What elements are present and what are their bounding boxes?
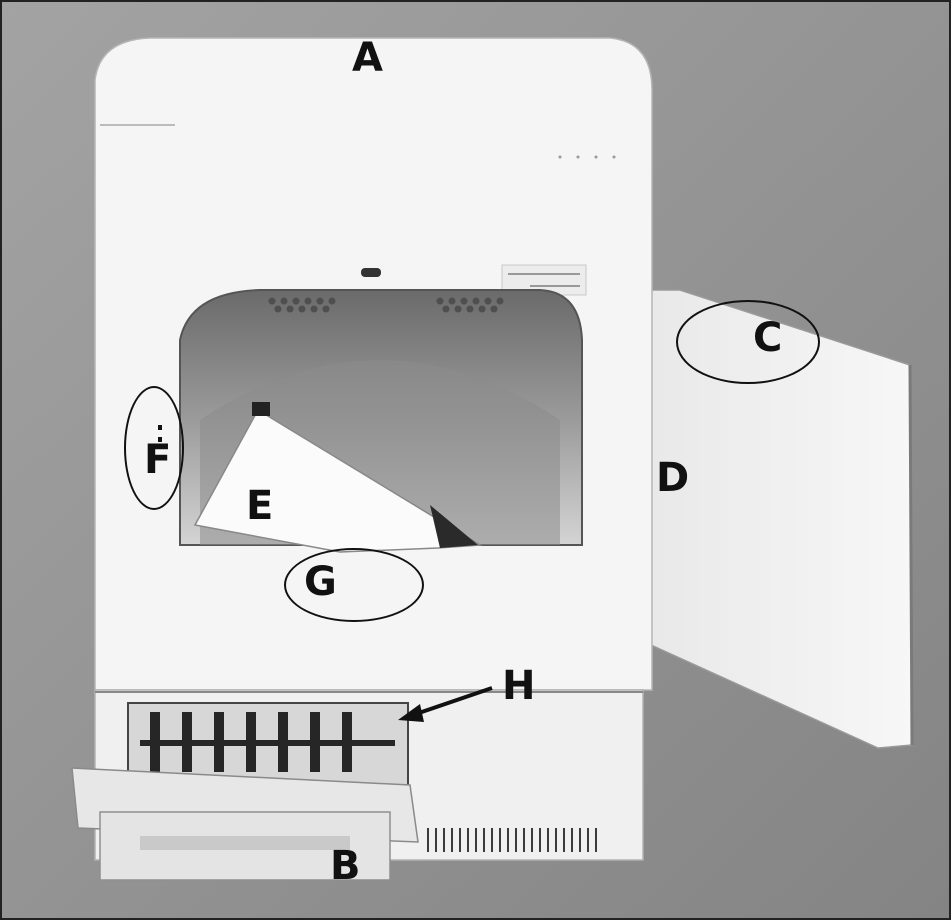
tray-handle <box>140 836 350 850</box>
tray-rollers <box>140 712 395 772</box>
paper-guide-handle <box>252 402 270 416</box>
callout-circle-f <box>124 386 184 510</box>
bottom-vent-grille <box>427 828 597 852</box>
label-e: E <box>246 483 274 529</box>
indicator-dot <box>576 155 580 159</box>
indicator-dot <box>612 155 616 159</box>
indicator-dot <box>594 155 598 159</box>
arrow-h-line <box>409 686 493 718</box>
label-d: D <box>656 455 690 501</box>
label-f: F <box>144 437 172 483</box>
front-latch <box>361 268 381 277</box>
indicator-dot <box>558 155 562 159</box>
paper-guide-shadow <box>430 505 478 548</box>
arrow-h-head <box>398 704 424 722</box>
label-b: B <box>330 843 361 889</box>
callout-circle-g <box>284 548 424 622</box>
label-a: A <box>352 35 383 81</box>
vent-holes <box>268 297 504 313</box>
callout-circle-c <box>676 300 820 384</box>
label-h: H <box>502 663 536 709</box>
side-door-edge <box>908 364 914 746</box>
label-c: C <box>753 315 783 361</box>
label-g: G <box>304 559 337 605</box>
